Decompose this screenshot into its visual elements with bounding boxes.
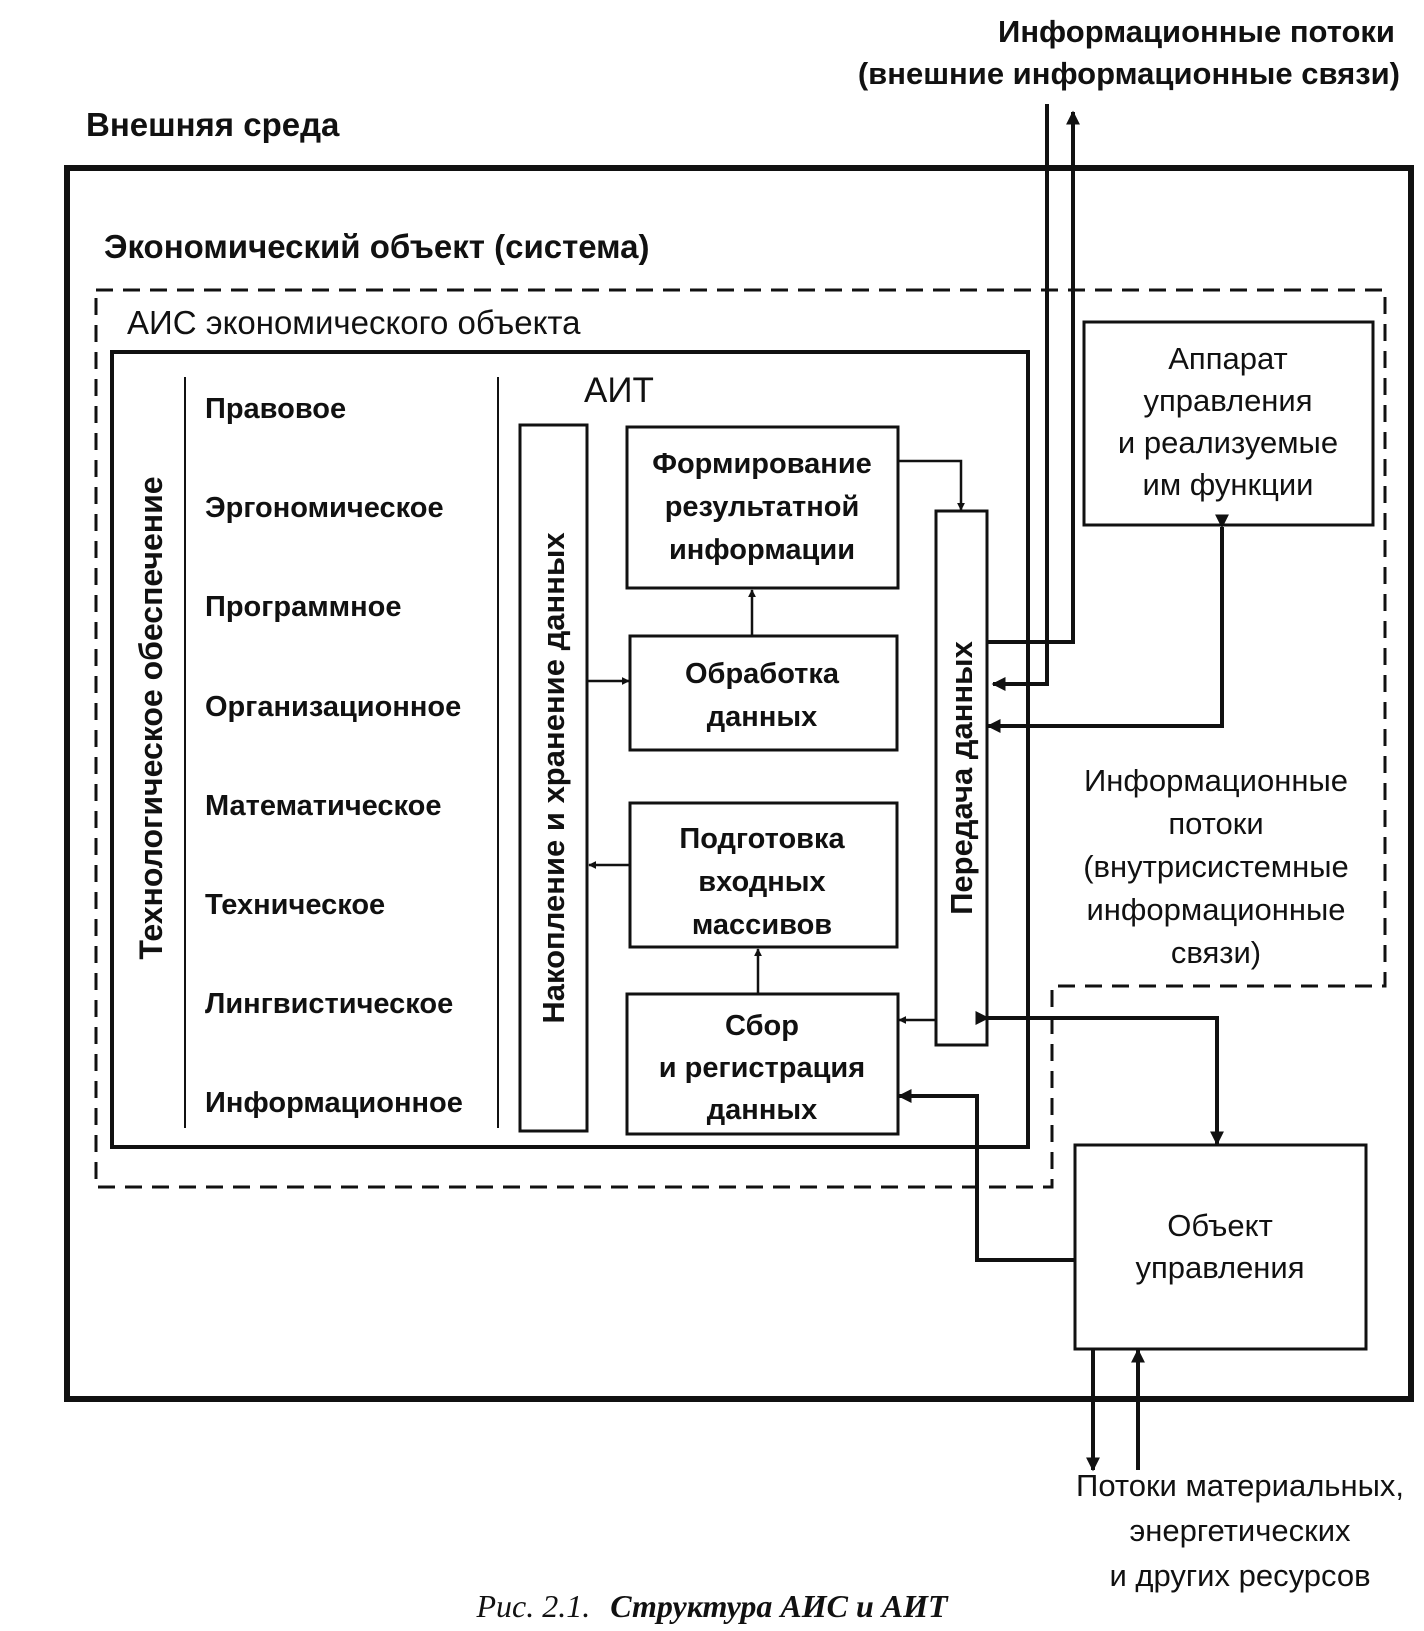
management-line-1: Аппарат	[1168, 341, 1288, 376]
internal-flows-line-5: связи)	[1171, 935, 1261, 970]
external-inflow-arrow	[991, 104, 1049, 691]
economic-object-label: Экономический объект (система)	[104, 228, 650, 265]
management-line-3: и реализуемые	[1118, 425, 1338, 460]
support-item-organizational: Организационное	[205, 691, 461, 723]
external-flows-sublabel: (внешние информационные связи)	[858, 56, 1400, 91]
tech-support-label: Технологическое обеспечение	[133, 476, 169, 959]
external-flows-label: Информационные потоки	[998, 14, 1395, 49]
external-outflow-arrow	[988, 110, 1080, 644]
internal-flows-line-2: потоки	[1168, 806, 1263, 841]
formation-box	[625, 425, 900, 590]
collection-line-2: и регистрация	[659, 1052, 865, 1084]
management-box	[1082, 320, 1375, 527]
preparation-line-2: входных	[698, 866, 825, 898]
collection-box	[625, 992, 900, 1136]
formation-to-transfer-arrow	[898, 459, 965, 511]
ait-label: АИТ	[584, 371, 654, 410]
collection-line-1: Сбор	[725, 1010, 799, 1042]
transfer-label: Передача данных	[944, 640, 979, 915]
connectors	[587, 104, 1229, 1472]
support-item-mathematical: Математическое	[205, 790, 442, 822]
internal-flows-label: Информационные потоки (внутрисистемные и…	[1083, 763, 1349, 970]
formation-line-1: Формирование	[652, 448, 872, 480]
economic-object-box	[64, 165, 1414, 1402]
processing-line-2: данных	[707, 701, 817, 733]
transfer-box	[934, 509, 989, 1047]
figure-caption: Рис. 2.1. Структура АИС и АИТ	[475, 1588, 949, 1624]
support-item-technical: Техническое	[205, 889, 385, 921]
support-item-linguistic: Лингвистическое	[205, 988, 453, 1020]
storage-box	[518, 423, 589, 1133]
resources-line-1: Потоки материальных,	[1076, 1468, 1404, 1503]
processing-box	[628, 634, 899, 752]
support-item-ergonomic: Эргономическое	[205, 492, 444, 524]
caption-prefix: Рис. 2.1.	[475, 1588, 590, 1624]
ais-label: АИС экономического объекта	[127, 304, 581, 341]
internal-flows-line-4: информационные	[1086, 892, 1345, 927]
collection-line-3: данных	[707, 1094, 817, 1126]
support-item-informational: Информационное	[205, 1087, 463, 1119]
processing-line-1: Обработка	[685, 658, 840, 690]
internal-flows-line-3: (внутрисистемные	[1083, 849, 1349, 884]
resources-line-3: и других ресурсов	[1109, 1558, 1370, 1593]
preparation-line-1: Подготовка	[679, 823, 845, 855]
control-object-box	[1073, 1143, 1368, 1351]
control-object-to-collection-arrow	[897, 1089, 1075, 1262]
management-line-2: управления	[1143, 383, 1312, 418]
environment-label: Внешняя среда	[86, 106, 340, 143]
transfer-control-object-link	[975, 1011, 1224, 1146]
internal-flows-line-1: Информационные	[1084, 763, 1348, 798]
formation-line-3: информации	[669, 534, 855, 566]
support-item-software: Программное	[205, 591, 401, 623]
control-object-line-1: Объект	[1167, 1208, 1273, 1243]
formation-line-2: результатной	[665, 491, 860, 523]
support-item-legal: Правовое	[205, 393, 346, 425]
caption-title: Структура АИС и АИТ	[610, 1588, 949, 1624]
management-line-4: им функции	[1143, 467, 1314, 502]
preparation-line-3: массивов	[692, 909, 832, 941]
control-object-line-2: управления	[1135, 1250, 1304, 1285]
preparation-box	[628, 801, 899, 949]
storage-label: Накопление и хранение данных	[536, 532, 571, 1024]
resources-line-2: энергетических	[1129, 1513, 1351, 1548]
tech-support-list: Правовое Эргономическое Программное Орга…	[205, 393, 463, 1119]
ait-box	[110, 350, 1030, 1149]
transfer-management-link	[986, 514, 1229, 733]
